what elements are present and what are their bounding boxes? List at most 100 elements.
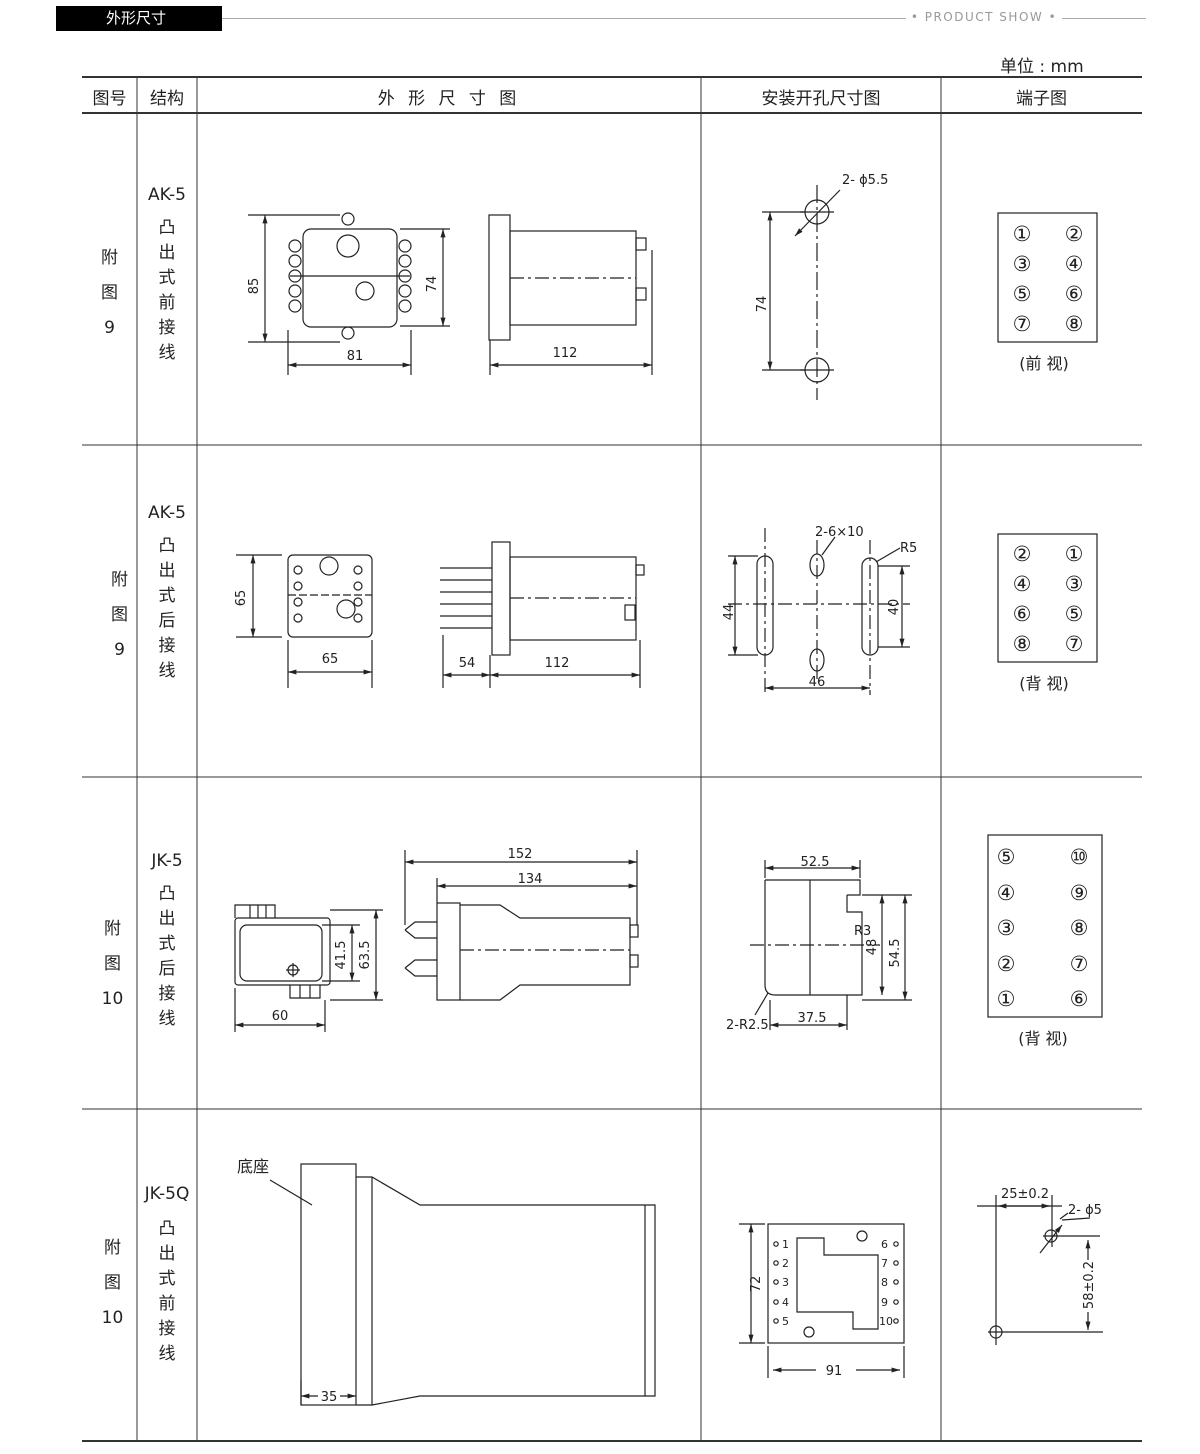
dim-label: 74 <box>755 296 770 313</box>
model-label: AK-5 <box>148 185 186 205</box>
dim-label: 63.5 <box>358 941 373 970</box>
structure-cell: JK-5 凸出式后接线 <box>137 849 197 1032</box>
figure-char: 10 <box>101 989 124 1009</box>
outline-drawing-ak5-side <box>488 214 653 375</box>
structure-char: 前 <box>158 293 176 313</box>
structure-char: 线 <box>158 661 176 681</box>
structure-char: 出 <box>158 1244 176 1264</box>
structure-char: 凸 <box>158 884 176 904</box>
dim-label-bg <box>318 1388 340 1403</box>
structure-char: 线 <box>158 1344 176 1364</box>
structure-char: 式 <box>158 934 176 954</box>
svg-text:⑦: ⑦ <box>1065 632 1084 656</box>
svg-text:⑦: ⑦ <box>1013 312 1032 336</box>
structure-char: 式 <box>158 586 176 606</box>
svg-text:1: 1 <box>782 1238 789 1251</box>
unit-label: 单位 : mm <box>1000 57 1084 77</box>
dim-label: 152 <box>508 847 533 862</box>
dim-label: 2- ϕ5.5 <box>842 173 888 188</box>
svg-text:⑤: ⑤ <box>1013 282 1032 306</box>
view-caption: (前 视) <box>1019 354 1069 373</box>
figure-char: 附 <box>101 248 118 268</box>
structure-char: 凸 <box>158 536 176 556</box>
figure-char: 图 <box>104 954 121 974</box>
terminal-box <box>987 834 1103 1018</box>
figure-char: 图 <box>104 1273 121 1293</box>
mount-drawing-ak5-front <box>762 185 841 400</box>
terminal-box <box>997 533 1098 663</box>
dim-label: 72 <box>749 1276 764 1293</box>
structure-char: 线 <box>158 1009 176 1029</box>
dim-label: 112 <box>545 656 570 671</box>
svg-text:⑧: ⑧ <box>1065 312 1084 336</box>
figure-number: 附图 10 <box>85 1236 140 1331</box>
svg-text:②: ② <box>997 952 1016 976</box>
dim-label: 65 <box>322 652 339 667</box>
dim-label: 58±0.2 <box>1082 1261 1097 1309</box>
svg-text:9: 9 <box>881 1296 888 1309</box>
col-header-structure: 结构 <box>150 89 184 109</box>
structure-char: 线 <box>158 343 176 363</box>
svg-text:⑥: ⑥ <box>1070 987 1089 1011</box>
figure-char: 图 <box>101 283 118 303</box>
svg-text:⑧: ⑧ <box>1070 916 1089 940</box>
structure-char: 接 <box>158 636 176 656</box>
figure-char: 9 <box>104 318 115 338</box>
figure-char: 附 <box>104 919 121 939</box>
structure-char: 出 <box>158 243 176 263</box>
outline-drawing-ak5-rear-front <box>236 554 373 688</box>
dim-label: 85 <box>247 278 262 295</box>
dim-label: 46 <box>809 675 826 690</box>
mount-drawing-jk5 <box>750 860 912 1030</box>
dim-label: 41.5 <box>334 941 349 970</box>
svg-text:7: 7 <box>881 1257 888 1270</box>
svg-text:4: 4 <box>782 1296 789 1309</box>
structure-char: 接 <box>158 318 176 338</box>
svg-text:⑥: ⑥ <box>1065 282 1084 306</box>
mount-drawing-jk5q <box>739 1223 905 1378</box>
view-caption: (背 视) <box>1019 674 1069 693</box>
structure-char: 后 <box>158 611 176 631</box>
figure-number: 附图 10 <box>85 917 140 1012</box>
svg-text:⑤: ⑤ <box>1065 602 1084 626</box>
svg-text:①: ① <box>997 987 1016 1011</box>
svg-text:2: 2 <box>782 1257 789 1270</box>
col-header-mounting: 安装开孔尺寸图 <box>761 89 881 109</box>
dim-label: 54.5 <box>888 939 903 968</box>
svg-text:③: ③ <box>1065 572 1084 596</box>
svg-text:④: ④ <box>997 881 1016 905</box>
model-label: JK-5 <box>151 851 183 871</box>
outline-drawing-ak5-rear-side <box>440 541 645 688</box>
col-header-figure: 图号 <box>92 89 127 109</box>
col-header-outline: 外 形 尺 寸 图 <box>377 89 521 109</box>
dim-label: 81 <box>347 349 364 364</box>
svg-text:⑧: ⑧ <box>1013 632 1032 656</box>
svg-text:5: 5 <box>782 1315 789 1328</box>
outline-drawing-jk5-side <box>404 850 639 1001</box>
svg-text:③: ③ <box>997 916 1016 940</box>
figure-char: 附 <box>104 1238 121 1258</box>
svg-text:⑥: ⑥ <box>1013 602 1032 626</box>
svg-text:⑩: ⑩ <box>1070 845 1089 869</box>
structure-char: 式 <box>158 268 176 288</box>
dim-label: 37.5 <box>798 1011 827 1026</box>
svg-text:⑦: ⑦ <box>1070 952 1089 976</box>
svg-text:②: ② <box>1013 542 1032 566</box>
structure-char: 式 <box>158 1269 176 1289</box>
svg-text:6: 6 <box>881 1238 888 1251</box>
dim-label: 2-6×10 <box>815 525 864 540</box>
figure-char: 图 <box>111 605 128 625</box>
dim-label: 91 <box>826 1364 843 1379</box>
dim-label: 25±0.2 <box>1001 1187 1049 1202</box>
dim-label: 2- ϕ5 <box>1068 1203 1102 1218</box>
svg-text:3: 3 <box>782 1276 789 1289</box>
svg-text:10: 10 <box>879 1315 893 1328</box>
structure-char: 凸 <box>158 218 176 238</box>
mount-drawing-ak5-rear <box>728 528 910 695</box>
dim-label: 44 <box>722 604 737 621</box>
dim-label: 52.5 <box>801 855 830 870</box>
figure-char: 10 <box>101 1308 124 1328</box>
base-label: 底座 <box>237 1157 269 1176</box>
